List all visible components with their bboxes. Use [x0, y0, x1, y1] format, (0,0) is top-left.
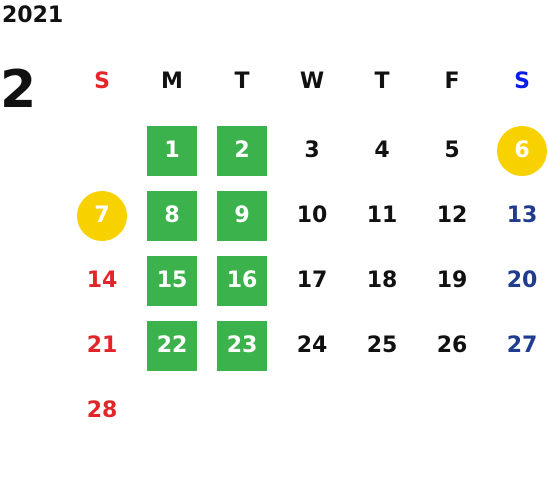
calendar-cell[interactable]: 2	[207, 118, 277, 183]
day-number: 10	[296, 203, 328, 228]
day-number: 21	[86, 333, 118, 358]
day-number: 26	[436, 333, 468, 358]
calendar-cell[interactable]: 18	[347, 248, 417, 313]
weekday-label-thu: T	[374, 69, 390, 94]
day-number: 14	[86, 268, 118, 293]
day-number: 23	[217, 320, 267, 371]
calendar-cell	[137, 378, 207, 443]
calendar-cell[interactable]: 5	[417, 118, 487, 183]
day-number: 5	[444, 138, 460, 163]
day-number: 4	[374, 138, 390, 163]
calendar-cell[interactable]: 10	[277, 183, 347, 248]
day-number: 12	[436, 203, 468, 228]
day-number: 2	[217, 125, 267, 176]
calendar-cell[interactable]: 26	[417, 313, 487, 378]
day-number: 7	[77, 190, 127, 241]
day-number: 11	[366, 203, 398, 228]
calendar-cell[interactable]: 27	[487, 313, 548, 378]
calendar-cell[interactable]: 8	[137, 183, 207, 248]
calendar-cell[interactable]: 4	[347, 118, 417, 183]
weekday-label-wed: W	[299, 69, 325, 94]
weekday-label-sat: S	[514, 69, 530, 94]
calendar-cell[interactable]: 28	[67, 378, 137, 443]
calendar-cell	[277, 378, 347, 443]
calendar-cell	[67, 118, 137, 183]
calendar-cell[interactable]: 16	[207, 248, 277, 313]
calendar-cell[interactable]: 19	[417, 248, 487, 313]
day-number: 1	[147, 125, 197, 176]
day-number: 6	[497, 125, 547, 176]
calendar-cell[interactable]: 12	[417, 183, 487, 248]
day-number: 25	[366, 333, 398, 358]
calendar-cell[interactable]: 1	[137, 118, 207, 183]
calendar-cell[interactable]: 25	[347, 313, 417, 378]
calendar-cell	[347, 378, 417, 443]
calendar-cell[interactable]: 15	[137, 248, 207, 313]
calendar-cell	[417, 378, 487, 443]
calendar-cell[interactable]: 7	[67, 183, 137, 248]
weekday-label-mon: M	[161, 69, 183, 94]
calendar-cell[interactable]: 17	[277, 248, 347, 313]
calendar-cell[interactable]: 22	[137, 313, 207, 378]
day-number: 16	[217, 255, 267, 306]
weekday-label-tue: T	[234, 69, 250, 94]
calendar-cell[interactable]: 14	[67, 248, 137, 313]
calendar-cell	[207, 378, 277, 443]
calendar-cell[interactable]: 24	[277, 313, 347, 378]
day-number: 9	[217, 190, 267, 241]
day-number: 28	[86, 398, 118, 423]
calendar-cell[interactable]: 23	[207, 313, 277, 378]
day-number: 18	[366, 268, 398, 293]
calendar-cell[interactable]: 11	[347, 183, 417, 248]
day-number: 15	[147, 255, 197, 306]
month-label: 2	[0, 60, 37, 120]
calendar-cell[interactable]: 20	[487, 248, 548, 313]
calendar-cell[interactable]: 3	[277, 118, 347, 183]
day-number: 13	[506, 203, 538, 228]
calendar-cell[interactable]: 21	[67, 313, 137, 378]
calendar-cell	[487, 378, 548, 443]
calendar-cell[interactable]: 6	[487, 118, 548, 183]
day-number: 8	[147, 190, 197, 241]
day-number: 3	[304, 138, 320, 163]
year-label: 2021	[2, 3, 64, 28]
weekday-label-fri: F	[444, 69, 460, 94]
day-number: 20	[506, 268, 538, 293]
day-number: 17	[296, 268, 328, 293]
day-number: 27	[506, 333, 538, 358]
day-number: 24	[296, 333, 328, 358]
calendar-cell[interactable]: 9	[207, 183, 277, 248]
calendar-cell[interactable]: 13	[487, 183, 548, 248]
day-number: 22	[147, 320, 197, 371]
day-number: 19	[436, 268, 468, 293]
weekday-label-sun: S	[94, 69, 110, 94]
